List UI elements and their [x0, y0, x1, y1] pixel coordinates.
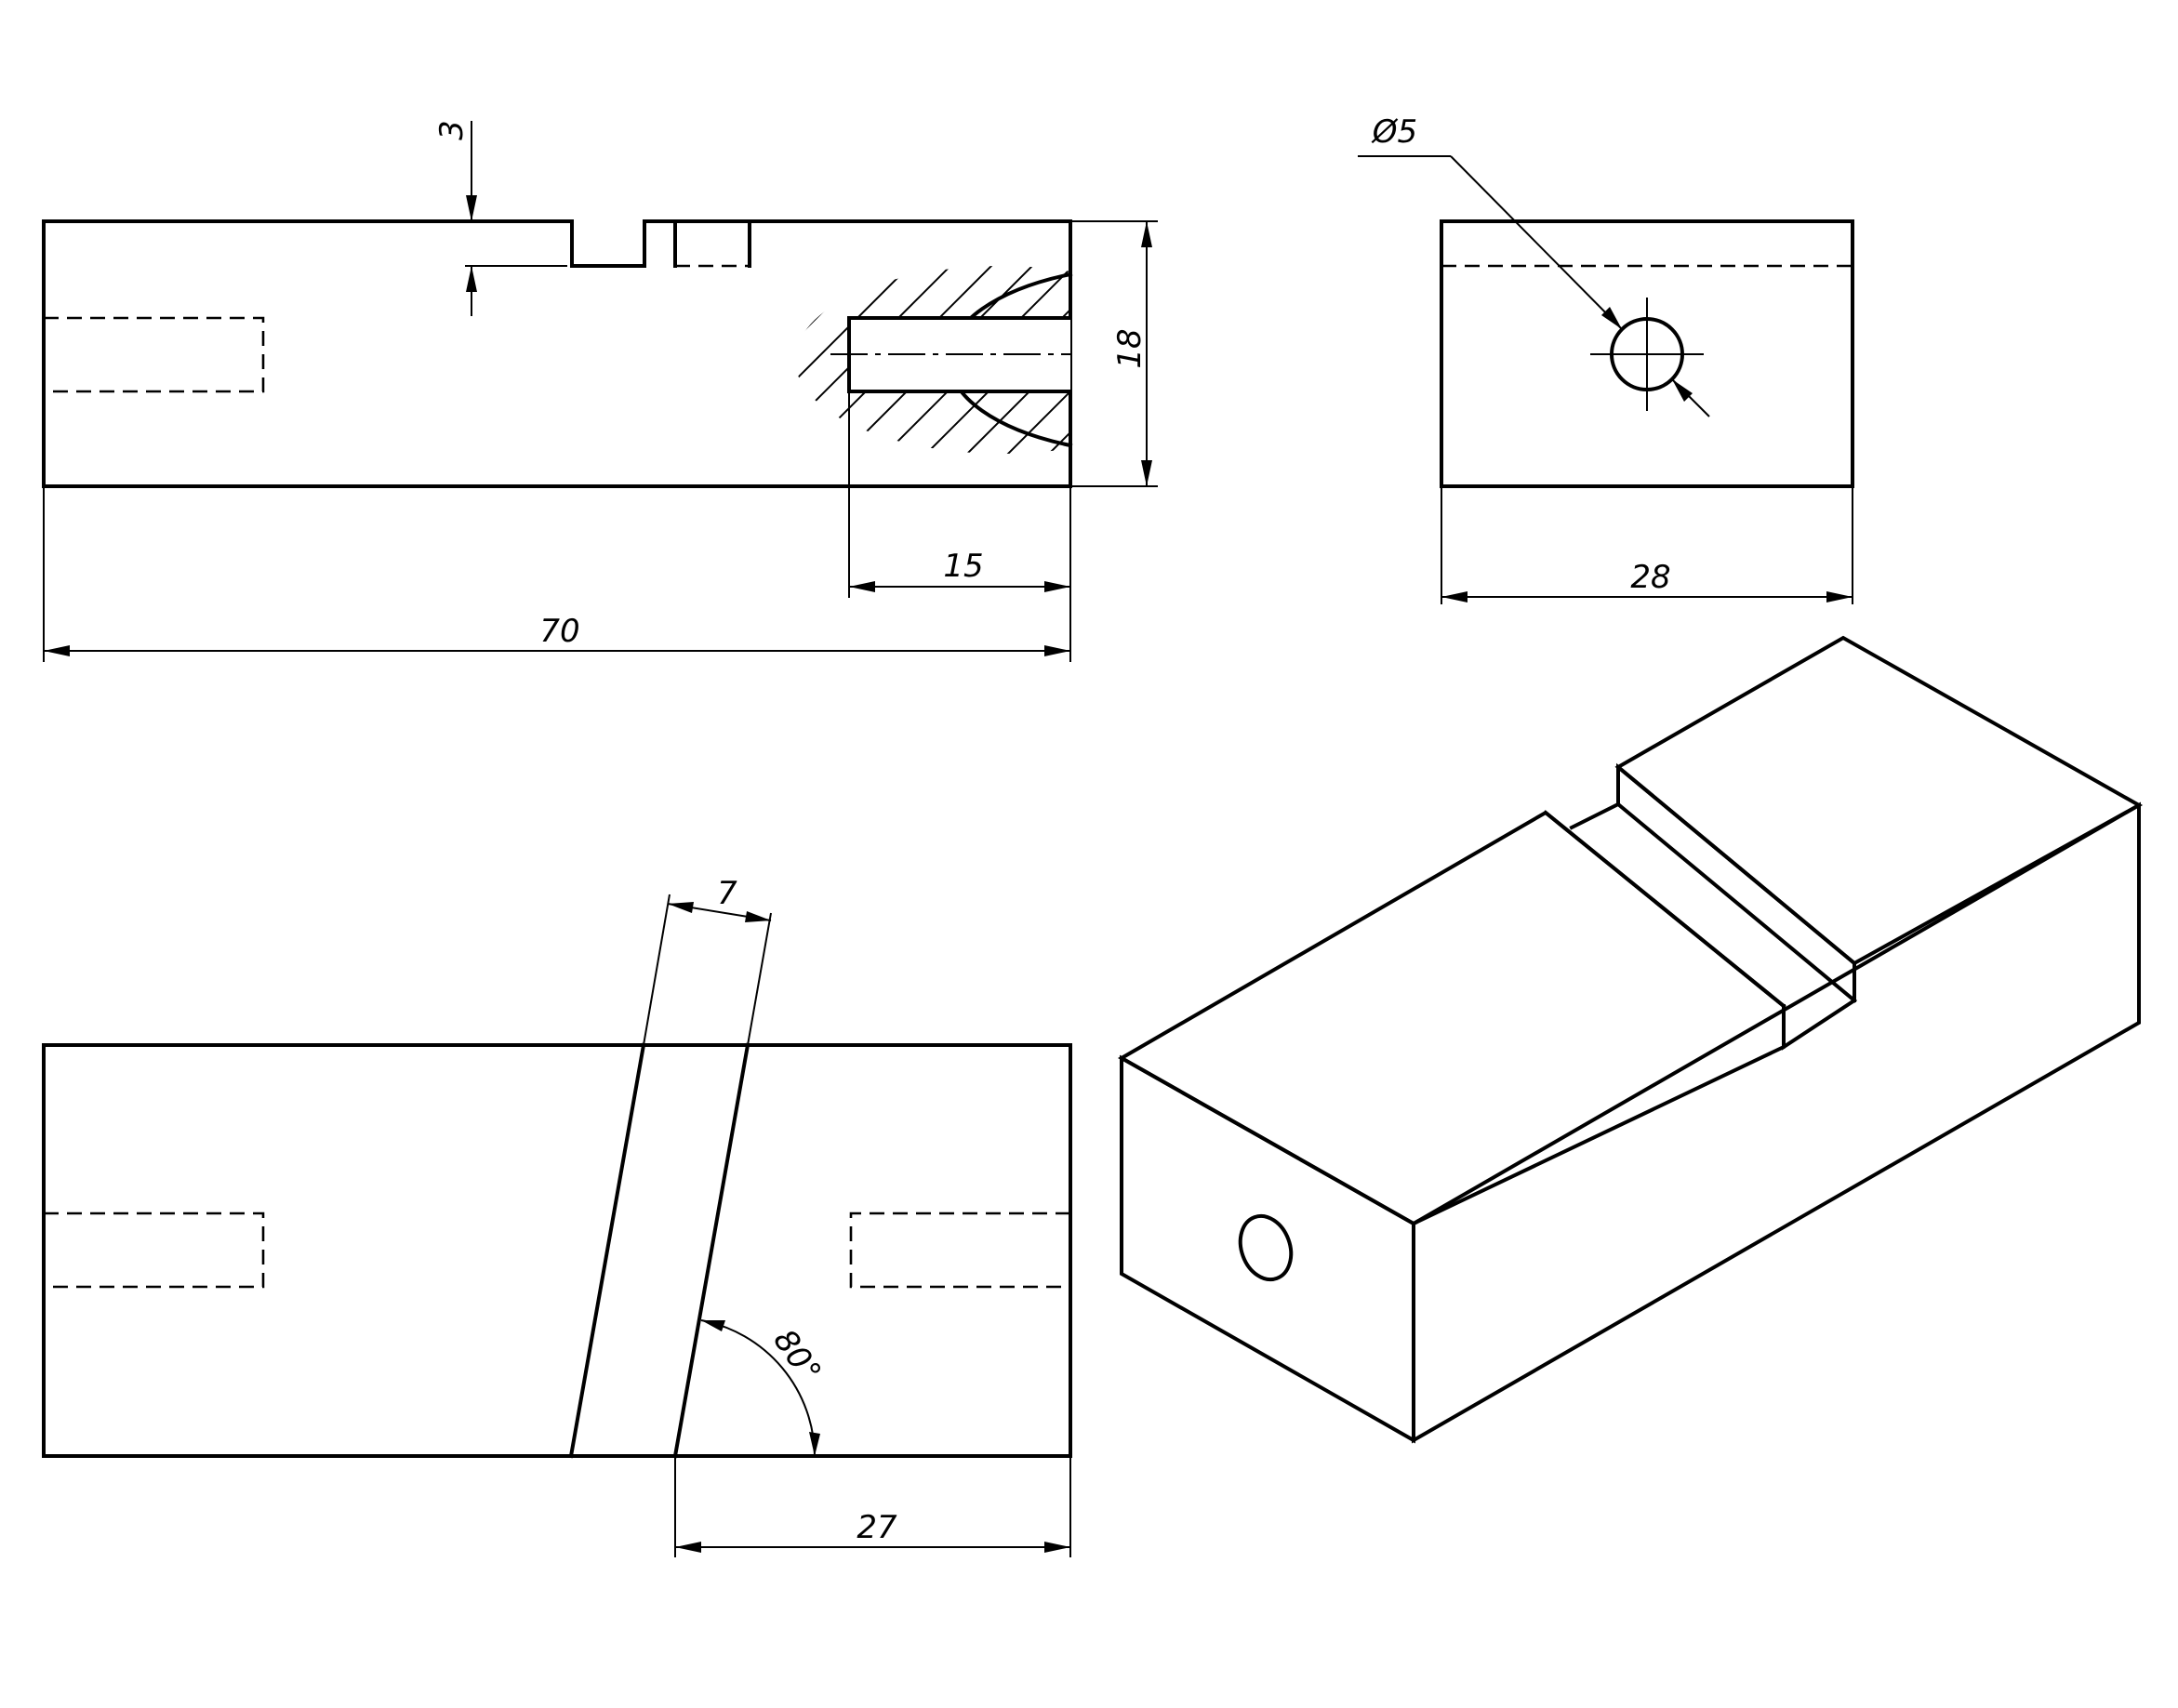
top-view: 7 80° 27	[42, 875, 1072, 1557]
slot-edge-left	[568, 1042, 646, 1459]
dim-height: 18	[1070, 220, 1158, 487]
dim-length: 70	[43, 486, 1071, 662]
dim-angle: 80°	[700, 1319, 829, 1457]
dim-label-slot-position: 27	[857, 1509, 897, 1546]
iso-top-right	[1614, 635, 2144, 966]
dim-label-hole-depth: 15	[943, 548, 983, 585]
dim-label-diameter: Ø5	[1371, 113, 1417, 151]
section-hatch-line	[1018, 266, 1070, 454]
section-hatch-line	[1183, 223, 1443, 483]
dim-hole-depth: 15	[848, 391, 1071, 598]
dim-slot-width: 7	[643, 875, 772, 1046]
isometric-view	[1117, 635, 2144, 1444]
dim-diameter: Ø5	[1358, 113, 1710, 417]
iso-top-left	[1117, 810, 1786, 1226]
section-hatch-line	[977, 266, 1070, 454]
dim-label-width: 28	[1630, 559, 1670, 596]
iso-end-face	[1120, 1054, 1415, 1444]
dim-slot-depth: 3	[433, 120, 567, 316]
top-view-outline	[42, 1043, 1072, 1458]
iso-side-face	[1412, 801, 2141, 1444]
dim-label-length: 70	[539, 613, 579, 650]
dim-label-slot-width: 7	[717, 875, 737, 912]
slot-edge-right	[672, 1042, 750, 1459]
dim-label-slot-depth: 3	[433, 120, 471, 140]
section-breakout	[795, 223, 1525, 483]
dim-label-height: 18	[1111, 328, 1149, 368]
iso-hole	[1238, 1213, 1294, 1282]
section-hatch-line	[1265, 223, 1525, 483]
iso-slot-near-wall	[1543, 810, 1786, 1009]
section-hatch-line	[1142, 223, 1402, 483]
side-view-outline	[1440, 219, 1854, 488]
left-hidden-hole	[44, 316, 265, 393]
dim-label-angle: 80°	[765, 1323, 828, 1390]
top-right-hidden-hole	[849, 1211, 1070, 1289]
side-view: Ø5 28	[1358, 113, 1854, 604]
front-view: 3 18 15 70	[42, 120, 1525, 662]
dim-slot-position: 27	[674, 1456, 1071, 1557]
dim-width: 28	[1441, 486, 1853, 604]
iso-slot-floor-edge	[1569, 801, 1857, 1003]
section-hatch-line	[1224, 223, 1484, 483]
iso-slot-step	[1782, 998, 1857, 1051]
section-hatch-line	[1059, 266, 1070, 454]
top-left-hidden-hole	[44, 1211, 265, 1289]
